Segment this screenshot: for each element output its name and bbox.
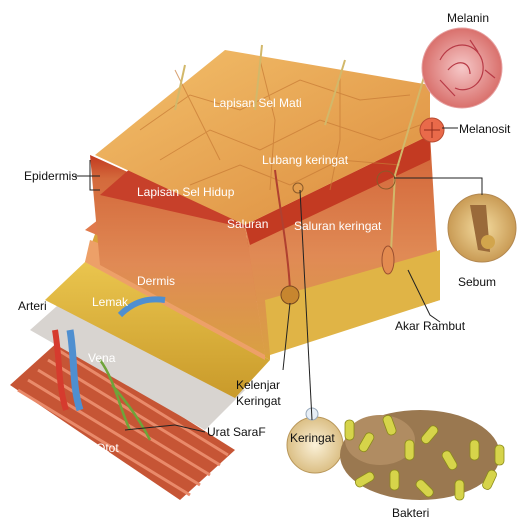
label-sebum: Sebum	[458, 275, 496, 289]
label-keringat: Keringat	[290, 431, 335, 445]
label-melanosit: Melanosit	[459, 122, 511, 136]
label-saluran: Saluran	[227, 217, 268, 231]
sweat-gland	[281, 286, 299, 304]
sebum-inset	[448, 194, 516, 262]
label-bakteri: Bakteri	[392, 506, 429, 520]
bacteria-cluster	[340, 410, 504, 500]
label-urat-saraf: Urat SaraF	[207, 425, 266, 439]
melanin-inset	[422, 28, 502, 108]
label-vena: Vena	[88, 351, 116, 365]
label-keringat-gland: Keringat	[236, 394, 281, 408]
label-lapisan-sel-hidup: Lapisan Sel Hidup	[137, 185, 235, 199]
label-epidermis: Epidermis	[24, 169, 77, 183]
label-otot: Otot	[96, 441, 119, 455]
label-akar-rambut: Akar Rambut	[395, 319, 466, 333]
label-kelenjar: Kelenjar	[236, 378, 280, 392]
hair-root	[382, 246, 394, 274]
label-dermis: Dermis	[137, 274, 175, 288]
label-lubang-keringat: Lubang keringat	[262, 153, 349, 167]
label-saluran-keringat: Saluran keringat	[294, 219, 382, 233]
label-lemak: Lemak	[92, 295, 129, 309]
label-lapisan-sel-mati: Lapisan Sel Mati	[213, 96, 302, 110]
melanocyte-inset	[420, 118, 444, 142]
label-melanin: Melanin	[447, 11, 489, 25]
label-arteri: Arteri	[18, 299, 47, 313]
